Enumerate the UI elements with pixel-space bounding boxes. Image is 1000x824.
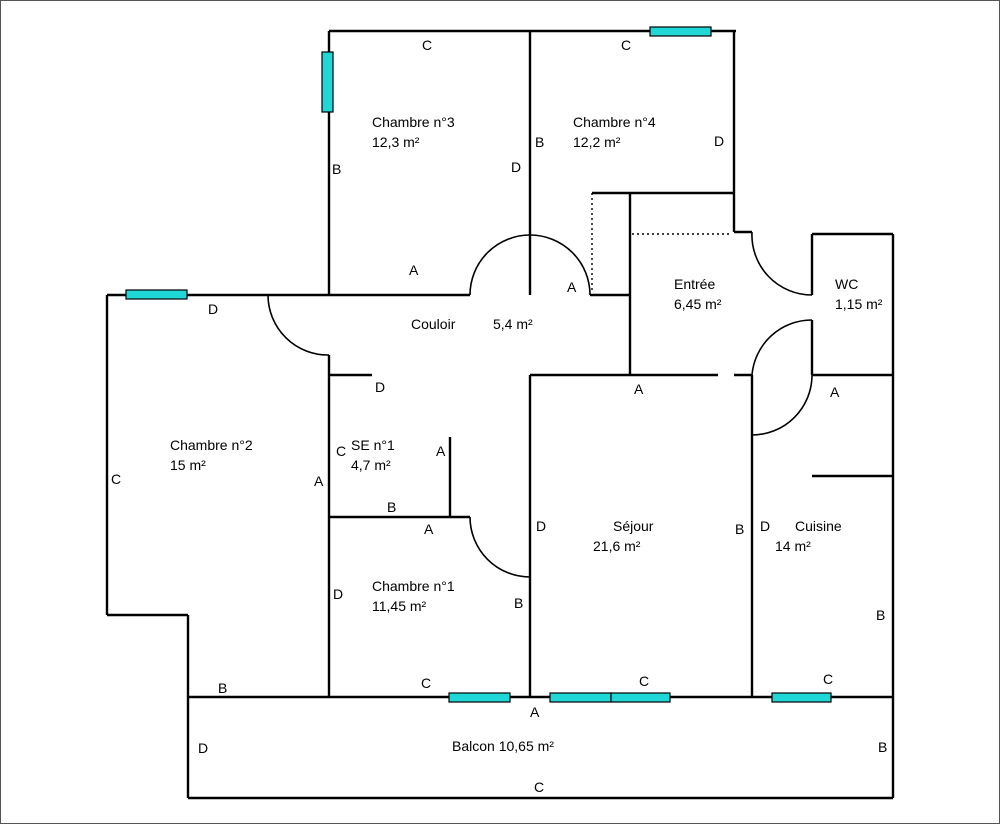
wall-letter: C bbox=[111, 471, 121, 487]
wall-letter: C bbox=[336, 443, 346, 459]
wall-letter: B bbox=[735, 521, 744, 537]
room-area-chambre1: 11,45 m² bbox=[372, 598, 427, 614]
door-ch2-arc bbox=[267, 294, 330, 356]
wall-letter: A bbox=[530, 704, 540, 720]
room-area-chambre3: 12,3 m² bbox=[372, 134, 420, 150]
wall-letter: C bbox=[422, 37, 432, 53]
wall-letter: B bbox=[514, 595, 523, 611]
wall-letter: A bbox=[567, 279, 577, 295]
wall-letter: A bbox=[409, 262, 419, 278]
room-name-sejour: Séjour bbox=[613, 518, 654, 534]
wall-letter: D bbox=[198, 740, 208, 756]
wall-letter: D bbox=[714, 133, 724, 149]
room-name-chambre4: Chambre n°4 bbox=[573, 114, 656, 130]
door-ch3-ch4-arc bbox=[469, 234, 591, 296]
wall-letter: C bbox=[421, 675, 431, 691]
door-ch1-arc bbox=[469, 516, 531, 578]
room-label-balcon: Balcon 10,65 m² bbox=[452, 738, 554, 754]
room-area-se1: 4,7 m² bbox=[351, 457, 391, 473]
room-area-couloir: 5,4 m² bbox=[493, 316, 533, 332]
wall-letter: D bbox=[760, 518, 770, 534]
wall-letter: D bbox=[511, 159, 521, 175]
room-name-se1: SE n°1 bbox=[351, 437, 395, 453]
wall-letter: B bbox=[876, 607, 885, 623]
wall-letter: A bbox=[634, 381, 644, 397]
doors bbox=[267, 231, 813, 578]
wall-letter: D bbox=[375, 379, 385, 395]
room-name-cuisine: Cuisine bbox=[795, 518, 842, 534]
wall-letter: B bbox=[332, 161, 341, 177]
wall-letter: A bbox=[424, 521, 434, 537]
wall-letter: C bbox=[534, 779, 544, 795]
wall-letter: B bbox=[218, 680, 227, 696]
room-name-chambre2: Chambre n°2 bbox=[170, 437, 253, 453]
door-wc-arc bbox=[751, 231, 813, 296]
windows bbox=[125, 26, 832, 703]
wall-letter: C bbox=[823, 671, 833, 687]
wall-letter: D bbox=[208, 301, 218, 317]
wall-letter: D bbox=[333, 586, 343, 602]
room-area-chambre4: 12,2 m² bbox=[573, 134, 621, 150]
window-ch2 bbox=[125, 289, 188, 300]
room-name-wc: WC bbox=[835, 276, 858, 292]
wall-letter: D bbox=[536, 518, 546, 534]
door-entree-arc bbox=[751, 319, 813, 376]
room-name-entree: Entrée bbox=[674, 276, 715, 292]
wall-letter: A bbox=[436, 443, 446, 459]
wall-letter: A bbox=[314, 473, 324, 489]
room-area-entree: 6,45 m² bbox=[674, 296, 722, 312]
room-area-cuisine: 14 m² bbox=[775, 538, 811, 554]
window-sejour-b bbox=[610, 692, 671, 703]
window-ch1 bbox=[448, 692, 511, 703]
door-cuisine-arc bbox=[751, 374, 813, 436]
room-area-chambre2: 15 m² bbox=[170, 457, 206, 473]
dotted-partitions bbox=[591, 193, 732, 293]
wall-letter: C bbox=[621, 37, 631, 53]
room-name-chambre1: Chambre n°1 bbox=[372, 578, 455, 594]
wall-letter: B bbox=[387, 499, 396, 515]
wall-letter: C bbox=[639, 673, 649, 689]
room-labels: Chambre n°3 12,3 m² Chambre n°4 12,2 m² … bbox=[170, 114, 883, 754]
window-ch3 bbox=[321, 51, 334, 113]
room-name-couloir: Couloir bbox=[411, 316, 456, 332]
room-area-sejour: 21,6 m² bbox=[593, 538, 641, 554]
room-name-chambre3: Chambre n°3 bbox=[372, 114, 455, 130]
room-area-wc: 1,15 m² bbox=[835, 296, 883, 312]
window-sejour-a bbox=[549, 692, 612, 703]
window-cuisine bbox=[771, 692, 832, 703]
wall-letter: B bbox=[878, 739, 887, 755]
wall-letters: C B D A C B D A D C A B D C A B A D C B … bbox=[111, 37, 887, 795]
window-ch4 bbox=[649, 26, 712, 37]
wall-letter: A bbox=[830, 384, 840, 400]
wall-letter: B bbox=[535, 134, 544, 150]
